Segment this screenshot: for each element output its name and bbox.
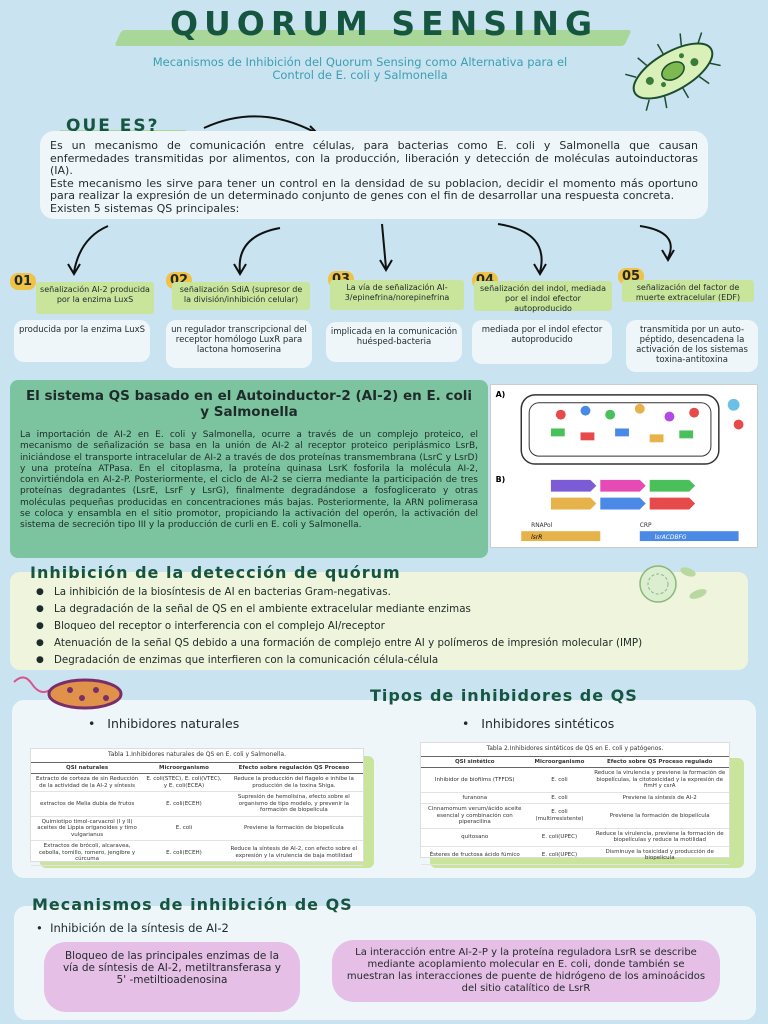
ai2-title: El sistema QS basado en el Autoinductor-… — [25, 388, 473, 420]
system-detail-03: implicada en la comunicación huésped-bac… — [326, 322, 462, 362]
list-item: Bloqueo del receptor o interferencia con… — [36, 618, 726, 635]
mecanismos-subtitle: • Inhibición de la síntesis de AI-2 — [36, 921, 229, 935]
table-header: QSI naturales — [31, 762, 144, 774]
system-detail-05: transmitida por un auto-péptido, desenca… — [626, 320, 758, 372]
table-cell: Disminuye la toxicidad y producción de b… — [590, 846, 729, 865]
page-title: QUORUM SENSING — [169, 4, 599, 43]
table-cell: Reduce la virulencia y previene la forma… — [590, 767, 729, 793]
system-title-04: señalización del indol, mediada por el i… — [474, 281, 612, 313]
table-cell: E. coli(ECEH) — [143, 791, 225, 817]
table-cell: Quimiotipo timol-carvacrol (I y II) acei… — [31, 816, 144, 841]
tabla-sinteticos-caption: Tabla 2.Inhibidores sintéticos de QS en … — [421, 743, 729, 757]
table-cell: Reduce la virulencia, previene la formac… — [590, 828, 729, 847]
intro-paragraph-1: Es un mecanismo de comunicación entre cé… — [50, 139, 698, 177]
list-item: Degradación de enzimas que interfieren c… — [36, 652, 726, 669]
table-cell: E. coli(STEC), E. coli(VTEC), y E. coli(… — [143, 773, 225, 792]
tabla-naturales: Tabla 1.Inhibidores naturales de QS en E… — [30, 748, 364, 866]
system-title-02: señalización SdiA (supresor de la divisi… — [172, 282, 310, 310]
system-number-01: 01 — [10, 270, 37, 290]
arrow-curved-icon — [639, 225, 672, 259]
inhibicion-deteccion-list: La inhibición de la biosíntesis de AI en… — [36, 584, 726, 669]
table-cell: Reduce la síntesis de AI-2, con efecto s… — [224, 840, 363, 866]
table-row: Cinnamomum verum/ácido aceite esencial y… — [421, 803, 729, 829]
table-cell: Previene la formación de biopelícula — [590, 803, 729, 829]
table-row: Quimiotipo timol-carvacrol (I y II) acei… — [31, 816, 363, 841]
system-detail-01: producida por la enzima LuxS — [14, 320, 150, 362]
table-cell: quitosano — [421, 828, 529, 847]
ai2-text: La importación de AI-2 en E. coli y Salm… — [20, 430, 478, 531]
tipos-inhibidores-title: Tipos de inhibidores de QS — [370, 686, 638, 705]
system-detail-04: mediada por el indol efector autoproduci… — [472, 320, 612, 364]
table-row: Extracto de corteza de sin Reducción de … — [31, 773, 363, 792]
mecanismos-title: Mecanismos de inhibición de QS — [32, 895, 353, 914]
arrow-curved-icon — [497, 223, 543, 273]
arrow-curved-icon — [238, 227, 281, 273]
tabla-sinteticos: Tabla 2.Inhibidores sintéticos de QS en … — [420, 742, 730, 865]
inhibidores-naturales-label: • Inhibidores naturales — [88, 716, 240, 731]
mecanismo-bloqueo-pill: Bloqueo de las principales enzimas de la… — [44, 942, 300, 1012]
table-header: QSI sintético — [421, 756, 529, 768]
figure-rnap-label: RNAPol — [531, 523, 553, 529]
ai2-pathway-figure: A) B) RNAPol CRP lsrR lsrACDBFG — [490, 384, 758, 548]
figure-panel-b-label: B) — [496, 475, 506, 484]
inhibidores-sinteticos-label: • Inhibidores sintéticos — [462, 716, 615, 731]
mecanismo-interaccion-pill: La interacción entre AI-2-P y la proteín… — [332, 940, 720, 1002]
table-row: Extractos de brócoli, alcaravea, cebolla… — [31, 840, 363, 866]
table-header: Efecto sobre regulación QS Proceso — [224, 762, 363, 774]
table-cell: Supresión de hemolisina, efecto sobre el… — [224, 791, 363, 817]
system-arrows — [67, 223, 675, 276]
list-item: Atenuación de la señal QS debido a una f… — [36, 635, 726, 652]
table-cell: extractos de Melia dubia de frutos — [31, 791, 144, 817]
figure-gene-label: lsrR — [531, 535, 542, 541]
table-cell: furanona — [421, 792, 529, 804]
table-cell: Ésteres de fructosa ácido fúmico — [421, 846, 529, 865]
table-cell: Reduce la producción del flagelo e inhib… — [224, 773, 363, 792]
table-cell: E. coli (multirresistente) — [528, 803, 591, 829]
system-title-05: señalización del factor de muerte extrac… — [622, 280, 754, 302]
bullet-icon: • — [88, 716, 108, 731]
ai2-section: El sistema QS basado en el Autoinductor-… — [10, 380, 488, 558]
figure-operon-label: lsrACDBFG — [655, 535, 687, 541]
table-row: Inhibidor de biofilms (TFFDS) E. coli Re… — [421, 767, 729, 793]
table-cell: Previene la síntesis de AI-2 — [590, 792, 729, 804]
system-detail-02: un regulador transcripcional del recepto… — [166, 320, 312, 368]
intro-paragraph-2: Este mecanismo les sirve para tener un c… — [50, 176, 698, 202]
arrow-curved-icon — [73, 225, 109, 273]
que-es-description: Es un mecanismo de comunicación entre cé… — [40, 131, 708, 219]
table-row: Ésteres de fructosa ácido fúmico E. coli… — [421, 846, 729, 865]
table-header: Microorganismo — [528, 756, 591, 768]
table-header: Efecto sobre QS Proceso regulado — [590, 756, 729, 768]
page-subtitle: Mecanismos de Inhibición del Quorum Sens… — [152, 55, 568, 82]
bacterium-icon — [13, 676, 123, 710]
system-title-03: La vía de señalización AI-3/epinefrina/n… — [330, 280, 464, 310]
table-cell: Inhibidor de biofilms (TFFDS) — [421, 767, 529, 793]
table-cell: E. coli — [528, 767, 591, 793]
tabla-naturales-caption: Tabla 1.Inhibidores naturales de QS en E… — [31, 749, 363, 763]
list-item: La inhibición de la biosíntesis de AI en… — [36, 584, 726, 601]
bullet-icon: • — [36, 921, 51, 935]
system-title-01: señalización AI-2 producida por la enzim… — [36, 282, 154, 314]
table-cell: E. coli(UPEC) — [528, 846, 591, 865]
table-row: quitosano E. coli(UPEC) Reduce la virule… — [421, 828, 729, 847]
arrow-curved-icon — [381, 223, 387, 269]
table-cell: E. coli — [528, 792, 591, 804]
table-row: furanona E. coli Previene la síntesis de… — [421, 792, 729, 804]
table-cell: E. coli — [143, 816, 225, 841]
table-cell: E. coli(UPEC) — [528, 828, 591, 847]
figure-panel-a-label: A) — [496, 390, 506, 399]
table-cell: Cinnamomum verum/ácido aceite esencial y… — [421, 803, 529, 829]
table-header: Microorganismo — [143, 762, 225, 774]
table-cell: Previene la formación de biopelícula — [224, 816, 363, 841]
intro-paragraph-3: Existen 5 sistemas QS principales: — [50, 201, 240, 215]
list-item: La degradación de la señal de QS en el a… — [36, 601, 726, 618]
table-cell: Extractos de brócoli, alcaravea, cebolla… — [31, 840, 144, 866]
bullet-icon: • — [462, 716, 482, 731]
table-cell: E. coli(ECEH) — [143, 840, 225, 866]
inhibicion-deteccion-title: Inhibición de la detección de quórum — [30, 563, 401, 582]
figure-crp-label: CRP — [640, 523, 652, 529]
bacterium-icon — [625, 32, 721, 111]
table-row: extractos de Melia dubia de frutos E. co… — [31, 791, 363, 817]
table-cell: Extracto de corteza de sin Reducción de … — [31, 773, 144, 792]
